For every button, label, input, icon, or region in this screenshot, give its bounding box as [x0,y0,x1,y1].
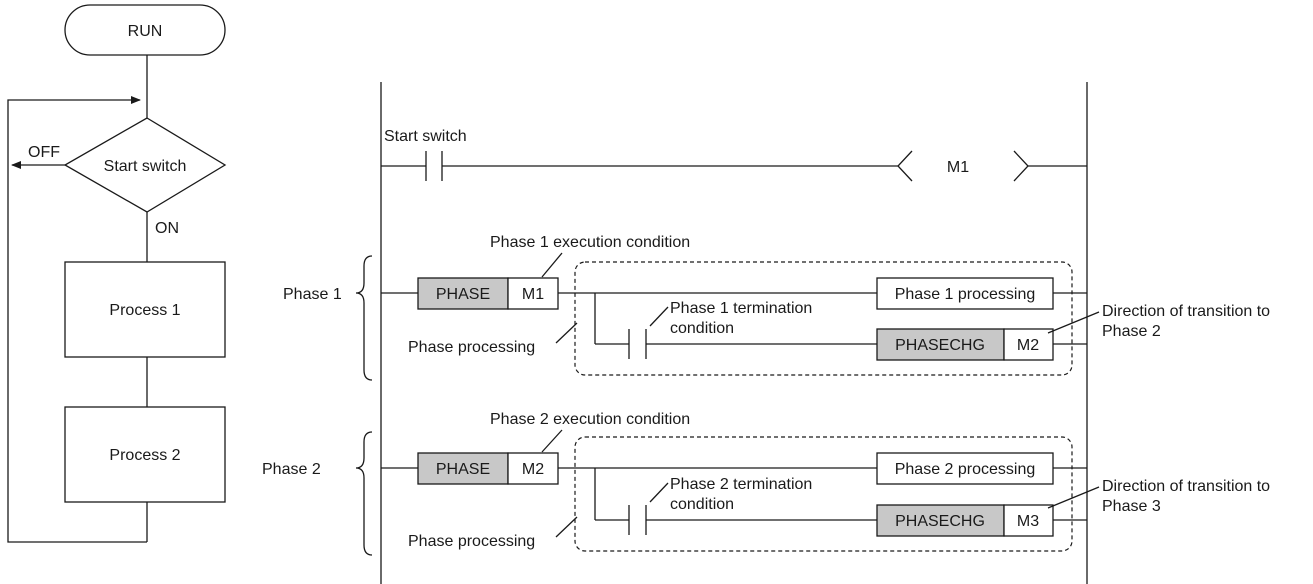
phase-2-termination-line2: condition [670,496,734,513]
start-switch-label: Start switch [384,128,467,145]
phase-operand-box [507,452,559,485]
phase-2-processing-box [876,452,1054,485]
phase-processing-leader [555,516,578,538]
phase-1-block: Phase 1 Phase 1 execution condition PHAS… [283,234,1270,381]
process-2-label: Process 2 [109,447,180,464]
phase-instruction-box [417,452,509,485]
phase-operand: M1 [522,286,544,303]
start-switch-rung: Start switch M1 [381,128,1087,182]
phase-2-processing: Phase 2 processing [895,461,1036,478]
phase-2-exec-condition: Phase 2 execution condition [490,411,690,428]
phase-2-brace [355,431,373,556]
coil-right-bracket [1013,150,1029,182]
termination-leader [649,306,669,327]
exec-condition-leader [541,252,563,278]
decision-label: Start switch [104,158,187,175]
phasechg-operand: M3 [1017,513,1039,530]
ladder-diagram: Start switch M1 Phase 1 Phase 1 executio… [262,82,1270,584]
phase-2-brace-label: Phase 2 [262,461,321,478]
direction-leader [1047,311,1100,334]
process-2-box [64,406,226,503]
run-terminal [64,4,226,56]
off-label: OFF [28,144,60,161]
exec-condition-leader [541,429,563,453]
coil-left-bracket [897,150,913,182]
coil-operand: M1 [947,159,969,176]
process-1-label: Process 1 [109,302,180,319]
phase-processing-leader [555,322,578,344]
phase-instruction-box [417,277,509,310]
process-1-box [64,261,226,358]
phase-operand: M2 [522,461,544,478]
phase-processing-label: Phase processing [408,533,535,550]
direction-leader [1047,486,1100,509]
phase-processing-dashed-region [574,261,1073,376]
phase-instruction: PHASE [436,461,490,478]
phasechg-operand-box [1003,328,1054,361]
flowchart: RUN Start switch OFF ON Process 1 Proces… [7,4,227,543]
direction-line2: Phase 3 [1102,498,1161,515]
phase-processing-label: Phase processing [408,339,535,356]
phase-1-processing-box [876,277,1054,310]
phasechg-operand-box [1003,504,1054,537]
phase-2-termination-line1: Phase 2 termination [670,476,812,493]
phasechg-instruction: PHASECHG [895,513,985,530]
phase-1-termination-line2: condition [670,320,734,337]
phase-2-block: Phase 2 Phase 2 execution condition PHAS… [262,411,1270,556]
phase-1-brace-label: Phase 1 [283,286,342,303]
phasechg-operand: M2 [1017,337,1039,354]
direction-line1: Direction of transition to [1102,478,1270,495]
phase-1-processing: Phase 1 processing [895,286,1036,303]
phase-1-exec-condition: Phase 1 execution condition [490,234,690,251]
phase-instruction: PHASE [436,286,490,303]
loop-back-line [7,96,147,543]
run-label: RUN [128,23,163,40]
phase-1-brace [355,255,373,381]
phasechg-instruction: PHASECHG [895,337,985,354]
on-label: ON [155,220,179,237]
direction-line2: Phase 2 [1102,323,1161,340]
phase-1-termination-line1: Phase 1 termination [670,300,812,317]
direction-line1: Direction of transition to [1102,303,1270,320]
termination-leader [649,482,669,503]
phase-processing-dashed-region [574,436,1073,552]
